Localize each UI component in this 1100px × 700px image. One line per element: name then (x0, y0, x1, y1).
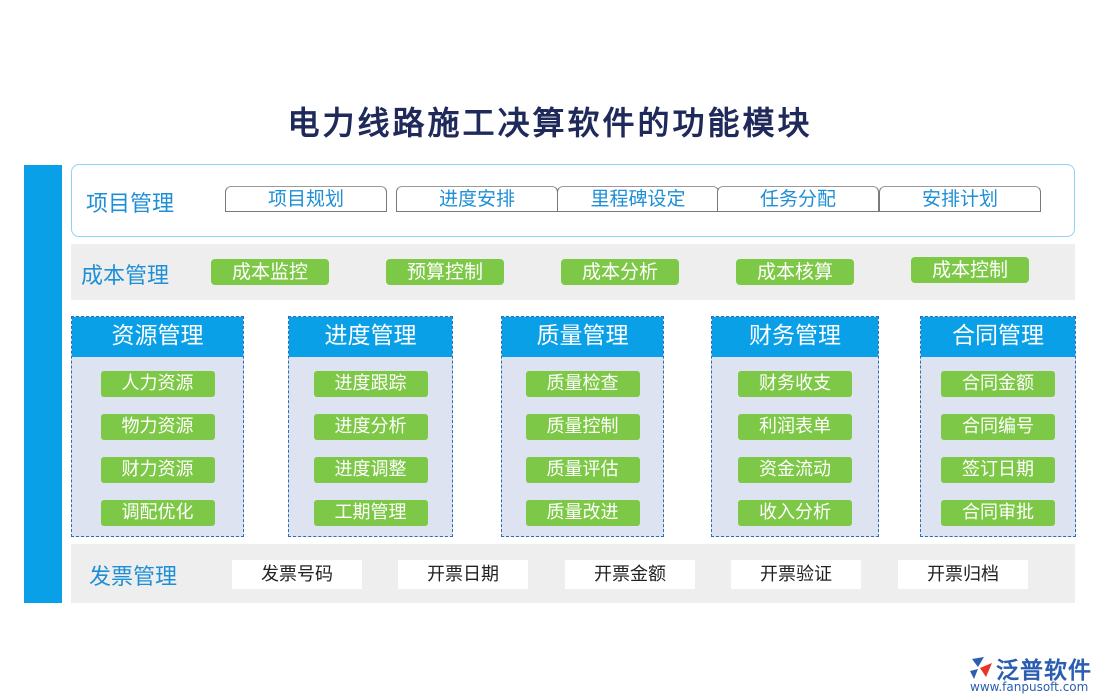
finance-management-panel: 财务管理 财务收支 利润表单 资金流动 收入分析 (711, 316, 879, 537)
quality-improvement-button[interactable]: 质量改进 (525, 500, 640, 526)
cost-management-row: 成本管理 成本监控 预算控制 成本分析 成本核算 成本控制 (71, 244, 1075, 300)
progress-adjustment-button[interactable]: 进度调整 (313, 457, 428, 483)
duration-management-button[interactable]: 工期管理 (313, 500, 428, 526)
invoice-amount-button[interactable]: 开票金额 (565, 560, 695, 589)
invoice-management-label: 发票管理 (89, 565, 178, 590)
human-resources-button[interactable]: 人力资源 (100, 371, 215, 397)
profit-statement-button[interactable]: 利润表单 (738, 414, 852, 440)
cost-analysis-button[interactable]: 成本分析 (561, 259, 679, 285)
cost-accounting-button[interactable]: 成本核算 (736, 259, 854, 285)
progress-tracking-button[interactable]: 进度跟踪 (313, 371, 428, 397)
invoice-archive-button[interactable]: 开票归档 (898, 560, 1028, 589)
brand-url: www.fanpusoft.com (970, 680, 1089, 694)
quality-control-button[interactable]: 质量控制 (525, 414, 640, 440)
quality-management-title: 质量管理 (502, 317, 663, 357)
invoice-management-row: 发票管理 发票号码 开票日期 开票金额 开票验证 开票归档 (71, 544, 1075, 603)
finance-management-title: 财务管理 (712, 317, 878, 357)
progress-management-title: 进度管理 (289, 317, 452, 357)
signing-date-button[interactable]: 签订日期 (941, 457, 1055, 483)
finance-income-expense-button[interactable]: 财务收支 (738, 371, 852, 397)
invoice-verification-button[interactable]: 开票验证 (731, 560, 861, 589)
tab-arrange-plan[interactable]: 安排计划 (879, 186, 1041, 212)
cost-monitoring-button[interactable]: 成本监控 (211, 259, 329, 285)
progress-analysis-button[interactable]: 进度分析 (313, 414, 428, 440)
resource-management-title: 资源管理 (72, 317, 243, 357)
quality-evaluation-button[interactable]: 质量评估 (525, 457, 640, 483)
progress-management-panel: 进度管理 进度跟踪 进度分析 进度调整 工期管理 (288, 316, 453, 537)
tab-milestone-setting[interactable]: 里程碑设定 (557, 186, 719, 212)
contract-amount-button[interactable]: 合同金额 (941, 371, 1055, 397)
cash-flow-button[interactable]: 资金流动 (738, 457, 852, 483)
project-management-row: 项目管理 项目规划 进度安排 里程碑设定 任务分配 安排计划 (71, 164, 1075, 237)
quality-management-panel: 质量管理 质量检查 质量控制 质量评估 质量改进 (501, 316, 664, 537)
invoice-number-button[interactable]: 发票号码 (232, 560, 362, 589)
contract-management-panel: 合同管理 合同金额 合同编号 签订日期 合同审批 (920, 316, 1076, 537)
cost-control-button[interactable]: 成本控制 (911, 257, 1029, 283)
contract-management-title: 合同管理 (921, 317, 1075, 357)
cost-management-label: 成本管理 (81, 264, 170, 289)
left-accent-bar (24, 165, 62, 603)
income-analysis-button[interactable]: 收入分析 (738, 500, 852, 526)
page-title: 电力线路施工决算软件的功能模块 (287, 104, 813, 142)
contract-number-button[interactable]: 合同编号 (941, 414, 1055, 440)
project-management-label: 项目管理 (86, 192, 175, 217)
quality-inspection-button[interactable]: 质量检查 (525, 371, 640, 397)
contract-approval-button[interactable]: 合同审批 (941, 500, 1055, 526)
resource-management-panel: 资源管理 人力资源 物力资源 财力资源 调配优化 (71, 316, 244, 537)
fanpu-logo-icon (970, 657, 992, 679)
tab-project-planning[interactable]: 项目规划 (225, 186, 387, 212)
brand-name: 泛普软件 (996, 657, 1092, 684)
tab-schedule-arrangement[interactable]: 进度安排 (396, 186, 558, 212)
financial-resources-button[interactable]: 财力资源 (100, 457, 215, 483)
budget-control-button[interactable]: 预算控制 (386, 259, 504, 285)
brand-logo: 泛普软件 www.fanpusoft.com (968, 652, 1093, 696)
tab-task-assignment[interactable]: 任务分配 (717, 186, 879, 212)
invoice-date-button[interactable]: 开票日期 (398, 560, 528, 589)
material-resources-button[interactable]: 物力资源 (100, 414, 215, 440)
allocation-optimization-button[interactable]: 调配优化 (100, 500, 215, 526)
